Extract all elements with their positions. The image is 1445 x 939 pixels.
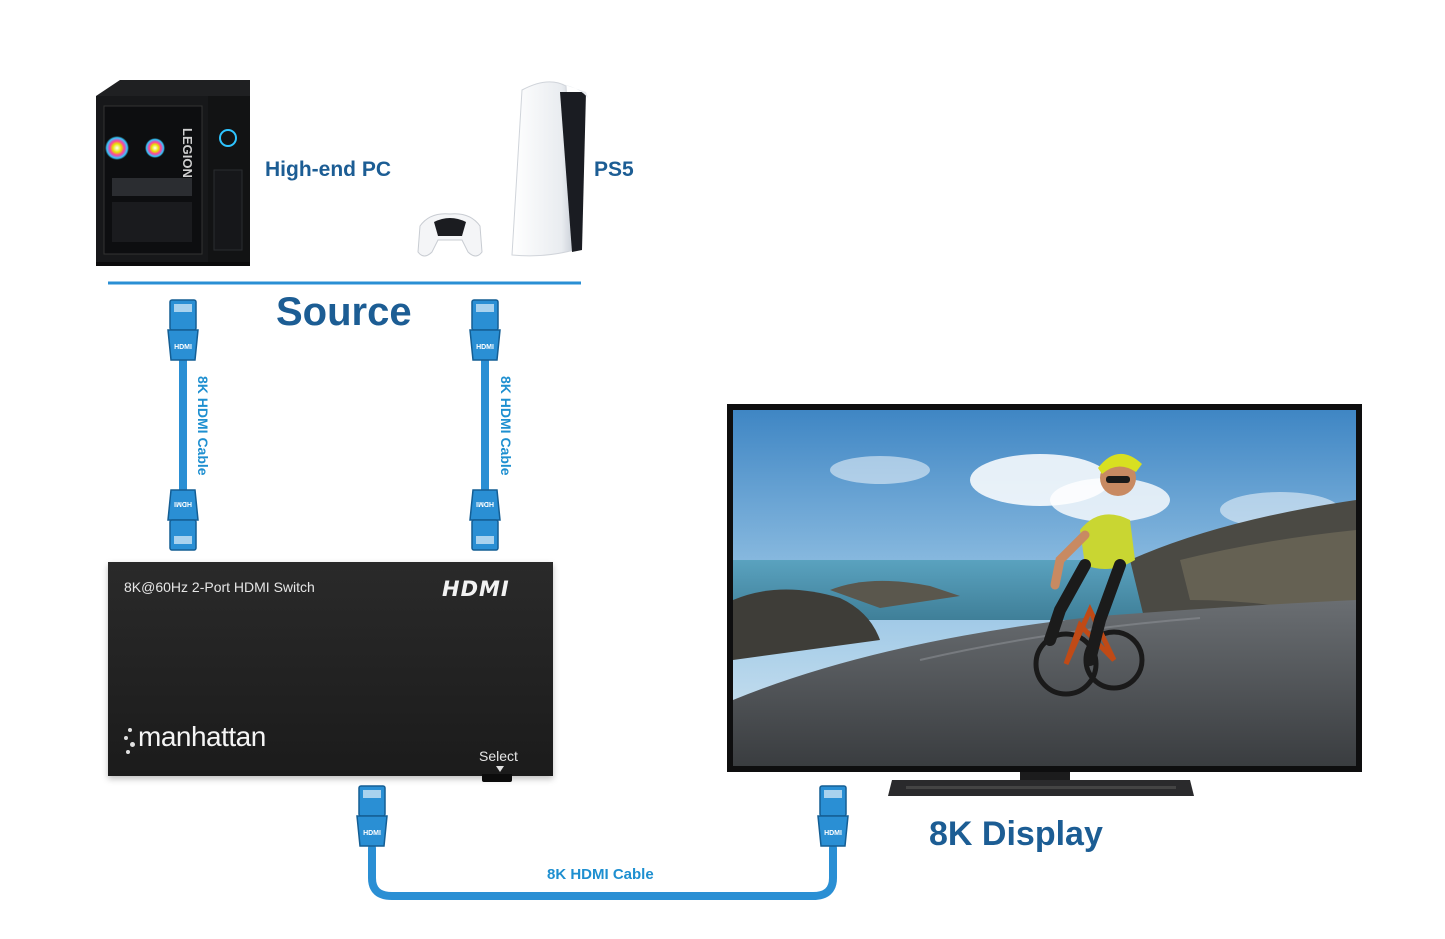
switch-brand-logo: manhattan <box>138 721 266 752</box>
connector-label: HDMI <box>824 830 842 837</box>
hdmi-connector-switch-output: HDMI <box>356 785 388 847</box>
pc-label: High-end PC <box>265 158 391 181</box>
ps5-console-image <box>511 81 588 257</box>
pc-tower-image: LEGION <box>96 80 250 266</box>
pc-logo-text: LEGION <box>180 128 195 178</box>
source-label: Source <box>276 290 412 334</box>
cable-bottom-loop <box>368 844 837 900</box>
hdmi-connector-left-switch: HDMI <box>167 489 199 551</box>
hdmi-switch-device <box>108 562 553 776</box>
select-arrow-icon <box>496 766 504 772</box>
connector-label: HDMI <box>363 830 381 837</box>
hdmi-connector-left-top: HDMI <box>167 299 199 361</box>
connector-label: HDMI <box>174 344 192 351</box>
ps5-label: PS5 <box>594 158 634 181</box>
connector-label: HDMI <box>174 500 192 507</box>
hdmi-connector-tv-input: HDMI <box>817 785 849 847</box>
hdmi-connector-right-switch: HDMI <box>469 489 501 551</box>
hdmi-connector-right-top: HDMI <box>469 299 501 361</box>
tv-display-image <box>727 404 1362 796</box>
cable-left-label: 8K HDMI Cable <box>195 376 211 476</box>
connector-label: HDMI <box>476 344 494 351</box>
cable-bottom-label: 8K HDMI Cable <box>547 866 654 883</box>
switch-select-label: Select <box>479 748 518 764</box>
switch-hdmi-logo: HDMI <box>442 577 510 601</box>
cable-right-label: 8K HDMI Cable <box>498 376 514 476</box>
select-button[interactable] <box>482 774 512 782</box>
switch-brand-dots-icon <box>124 728 136 758</box>
switch-model-label: 8K@60Hz 2-Port HDMI Switch <box>124 579 315 595</box>
ps5-controller-image <box>417 213 483 257</box>
display-label: 8K Display <box>929 815 1103 853</box>
connector-label: HDMI <box>476 500 494 507</box>
